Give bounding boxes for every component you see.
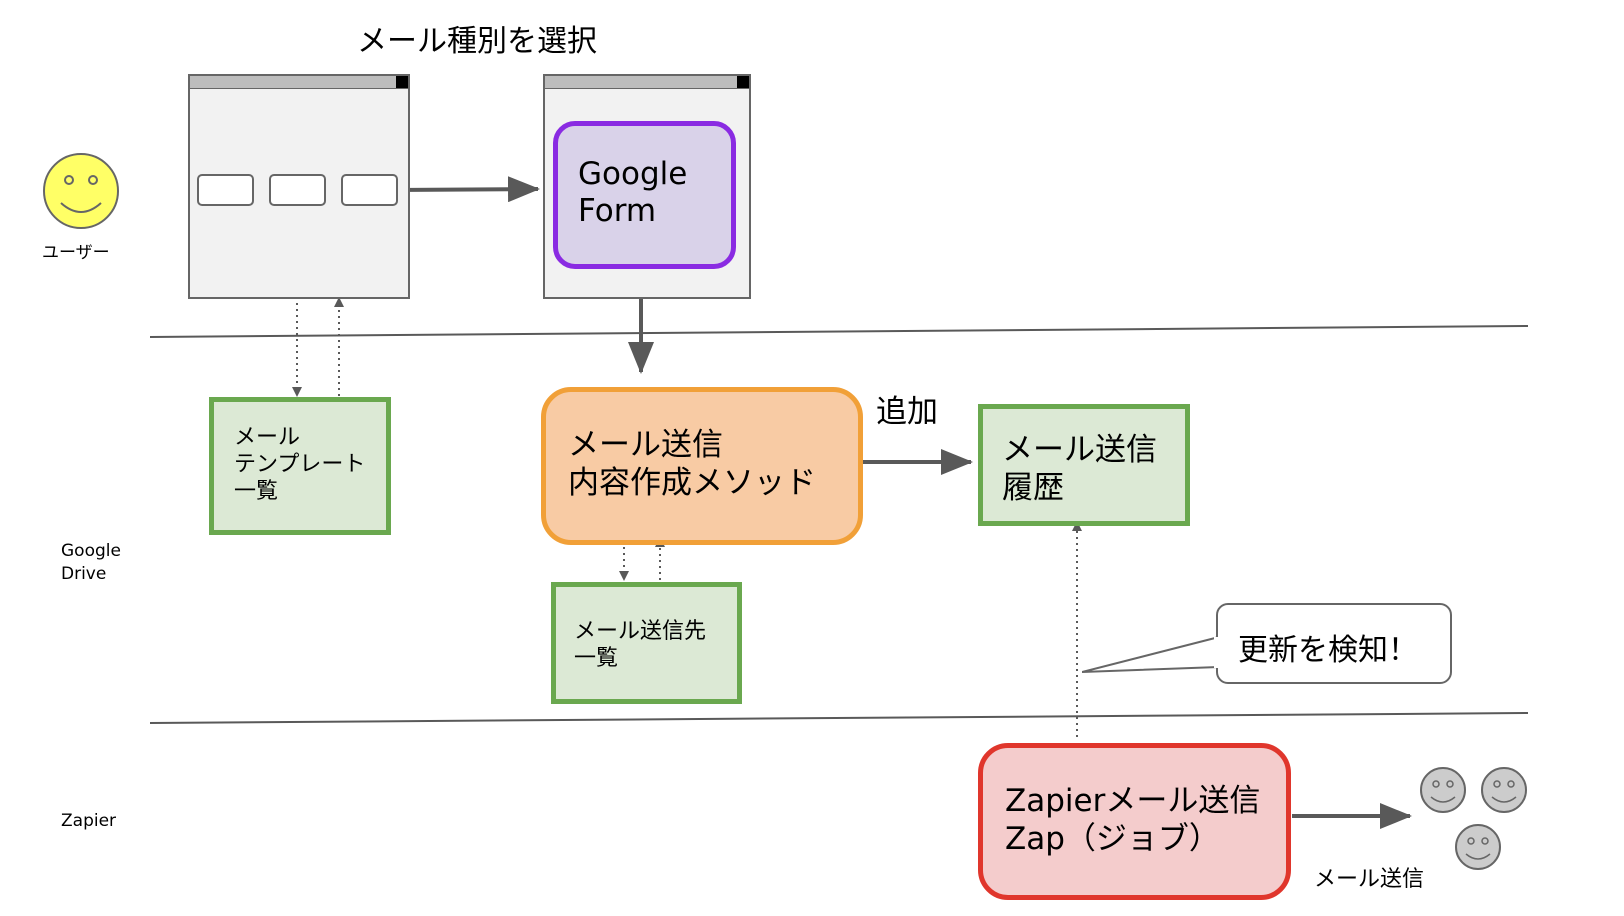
window-titlebar: [190, 76, 408, 89]
window-close-icon: [737, 76, 749, 88]
mail-type-button[interactable]: [197, 174, 254, 206]
window-titlebar: [545, 76, 749, 89]
google-form-node: Google Form: [553, 121, 736, 269]
window-close-icon: [396, 76, 408, 88]
recipient-smiley-icon: [1420, 767, 1466, 813]
mail-history-node: メール送信 履歴: [978, 404, 1190, 526]
lane-label-zapier: Zapier: [61, 811, 117, 831]
mail-content-method-node: メール送信 内容作成メソッド: [541, 387, 863, 545]
recipient-smiley-icon: [1481, 767, 1527, 813]
lane-divider-bottom: [149, 712, 1529, 724]
diagram-title: メール種別を選択: [357, 24, 597, 59]
zapier-zap-node: Zapierメール送信 Zap（ジョブ）: [978, 743, 1291, 900]
mail-type-selection-window: [188, 74, 410, 299]
mail-type-button[interactable]: [341, 174, 398, 206]
callout-pointer-joint: [1214, 637, 1218, 668]
lane-label-drive: Google Drive: [61, 541, 121, 584]
lane-divider-top: [149, 325, 1529, 338]
append-label: 追加: [876, 394, 938, 430]
update-detected-callout: 更新を検知！: [1216, 603, 1452, 684]
lane-label-user: ユーザー: [42, 243, 110, 263]
user-smiley-icon: [43, 153, 119, 229]
mail-type-button[interactable]: [269, 174, 326, 206]
template-list-node: メール テンプレート 一覧: [209, 397, 391, 535]
send-mail-label: メール送信: [1314, 867, 1425, 892]
recipient-smiley-icon: [1455, 824, 1501, 870]
arrow-window-to-form: [393, 176, 540, 203]
recipient-list-node: メール送信先 一覧: [551, 582, 742, 704]
callout-pointer: [1082, 636, 1220, 673]
